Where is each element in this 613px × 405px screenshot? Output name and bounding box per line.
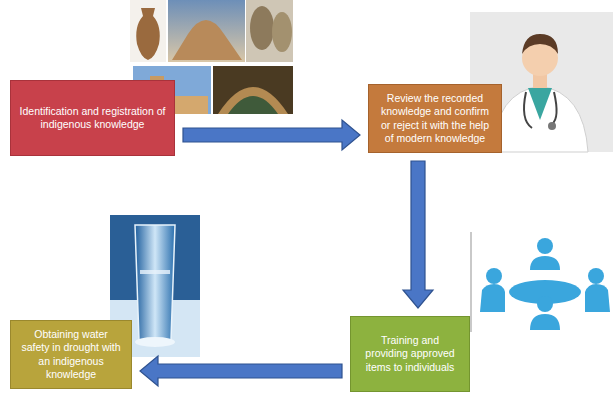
- box-label: Identification and registration of indig…: [19, 105, 166, 131]
- process-box: Training and providing approved items to…: [350, 316, 470, 392]
- block-arrow: [140, 356, 342, 386]
- box-label: Obtaining water safety in drought with a…: [19, 328, 123, 381]
- block-arrow: [403, 161, 433, 308]
- box-label: Training and providing approved items to…: [359, 334, 461, 373]
- process-box: Identification and registration of indig…: [10, 80, 175, 156]
- box-label: Review the recorded knowledge and confir…: [377, 92, 493, 145]
- block-arrow: [183, 120, 360, 150]
- process-box: Review the recorded knowledge and confir…: [368, 84, 502, 153]
- process-box: Obtaining water safety in drought with a…: [10, 320, 132, 389]
- meeting-icon: [470, 232, 610, 332]
